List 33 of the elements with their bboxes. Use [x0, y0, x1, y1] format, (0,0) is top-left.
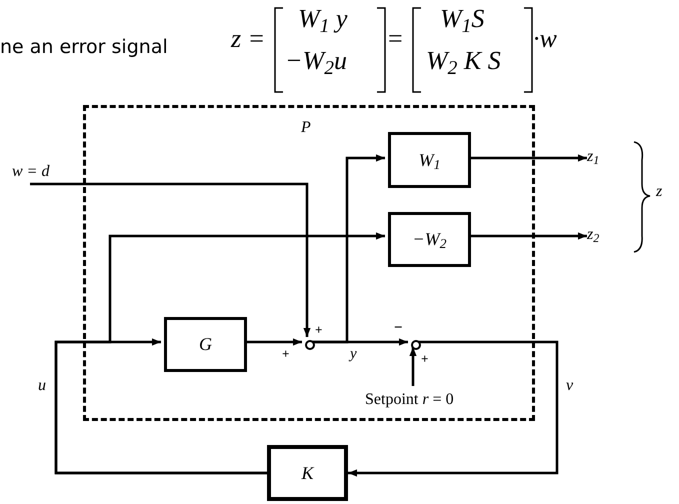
text-label: −: [394, 321, 403, 336]
text-label: W$_{1}$S: [440, 6, 484, 32]
block-box: G: [164, 317, 247, 372]
text-label: y: [350, 347, 357, 362]
text-label: ·w: [533, 26, 557, 52]
block-box: W$_{1}$: [388, 132, 471, 188]
signal-label: z$_{1}$: [587, 146, 613, 168]
summing-junction: [411, 340, 421, 350]
text-label: v: [566, 378, 574, 394]
signal-arrow: [409, 347, 417, 386]
signal-label: Setpoint r = 0: [365, 389, 523, 411]
text-label: +: [421, 352, 428, 365]
block-box: −W$_{2}$: [388, 212, 471, 267]
summing-junction: [305, 340, 315, 350]
text-label: +: [315, 323, 322, 336]
block-box: K: [267, 445, 348, 501]
text-label: W$_{2}$ K S: [426, 48, 501, 74]
text-label: ne an error signal: [0, 38, 168, 57]
text-label: u: [38, 378, 46, 394]
text-label: z =: [231, 26, 266, 52]
signal-label: w = d: [12, 164, 78, 184]
dashed-frame: [83, 105, 535, 421]
signal-label: z$_{2}$: [587, 224, 613, 246]
signal-arrow: [54, 232, 385, 474]
signal-arrow: [348, 340, 558, 477]
text-label: +: [282, 347, 290, 360]
text-label: =: [388, 26, 403, 52]
signal-arrow: [28, 182, 311, 337]
frame-title: P: [301, 118, 311, 138]
signal-arrow: [312, 338, 408, 346]
text-label: −W$_{2}$u: [285, 48, 347, 74]
text-label: W$_{1}$ y: [298, 6, 348, 32]
text-label: z: [656, 184, 662, 200]
